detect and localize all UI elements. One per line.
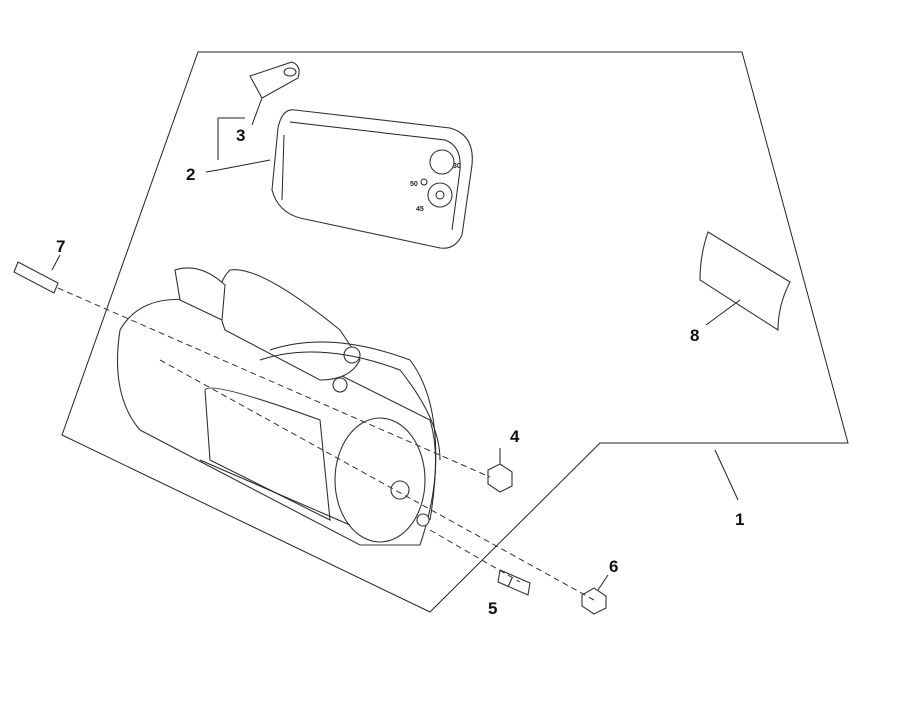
callout-4: 4: [510, 427, 520, 446]
stud-bolt: [13, 261, 59, 294]
callout-6: 6: [609, 557, 618, 576]
leader-lines: [51, 97, 741, 591]
alignment-line: [57, 287, 491, 478]
kit-boundary: [61, 51, 849, 613]
flange-bolt: [497, 569, 531, 596]
cap-nut: [487, 463, 513, 493]
cover-marking-30: 30: [453, 163, 461, 170]
solenoid-cover: 50 30 45: [271, 109, 473, 249]
callout-7: 7: [56, 237, 65, 256]
starter-motor: [116, 267, 441, 546]
callout-3: 3: [236, 126, 245, 145]
callout-1: 1: [735, 510, 744, 529]
cover-tab: [249, 61, 300, 99]
callout-2: 2: [186, 165, 195, 184]
instruction-sheet: [699, 231, 791, 332]
flange-nut: [581, 587, 607, 615]
callout-5: 5: [488, 599, 497, 618]
cover-marking-50: 50: [410, 181, 418, 188]
cover-marking-45: 45: [416, 206, 424, 213]
alignment-line: [429, 529, 521, 583]
callout-8: 8: [690, 326, 699, 345]
alignment-line: [159, 359, 595, 601]
